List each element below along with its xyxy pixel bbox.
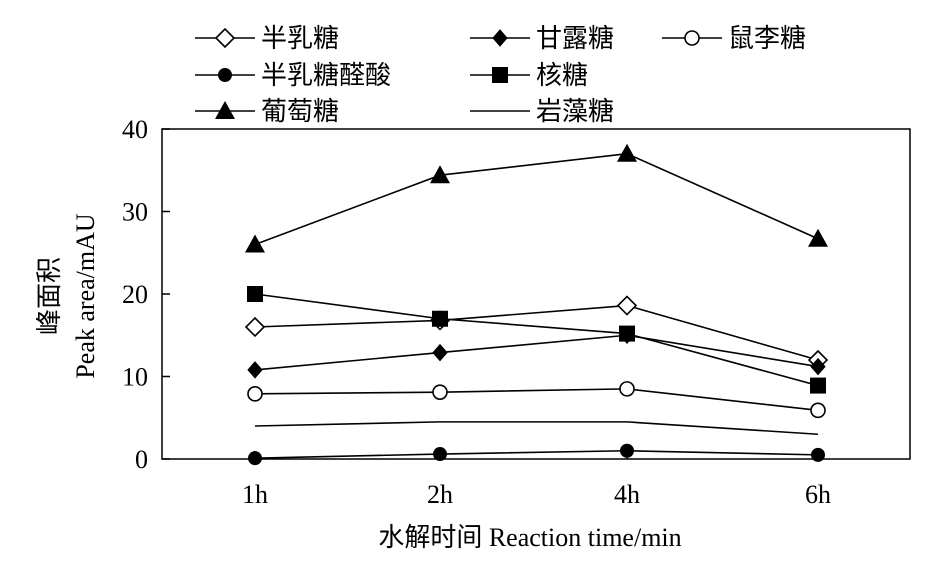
marker-circle-open <box>684 30 700 46</box>
marker-triangle-filled <box>617 143 637 162</box>
marker-diamond-open <box>214 27 236 49</box>
marker-triangle-filled <box>430 165 450 184</box>
marker-square-filled <box>492 67 508 83</box>
y-tick-label: 10 <box>122 363 148 392</box>
legend-label: 半乳糖 <box>261 24 339 53</box>
marker-circle-filled <box>248 451 262 466</box>
marker-triangle-filled <box>215 101 235 119</box>
x-tick-label: 1h <box>242 480 268 509</box>
marker-diamond-filled <box>247 361 263 379</box>
marker-circle-filled <box>620 443 634 458</box>
series-6 <box>245 143 828 253</box>
legend-label: 葡萄糖 <box>261 97 339 126</box>
marker-diamond-filled <box>810 357 826 376</box>
series-4 <box>248 443 825 466</box>
marker-triangle-filled <box>245 234 265 253</box>
series-7 <box>254 421 819 436</box>
series-2 <box>247 326 826 379</box>
y-axis-title-cn: 峰面积 <box>35 257 64 335</box>
marker-circle-open <box>810 402 826 419</box>
x-tick-label: 2h <box>427 480 453 509</box>
legend-item-1: 半乳糖 <box>195 24 339 53</box>
legend-label: 鼠李糖 <box>728 24 806 53</box>
legend-label: 核糖 <box>536 61 588 90</box>
legend-item-4: 半乳糖醛酸 <box>195 61 391 90</box>
marker-circle-open <box>619 381 635 397</box>
marker-square-filled <box>432 310 448 327</box>
series-line <box>254 421 819 436</box>
series-line <box>254 152 819 246</box>
plot-frame <box>161 128 911 460</box>
series-line <box>254 293 819 387</box>
series-5 <box>247 286 826 394</box>
plot-area: 0 10 20 30 40 1h 2h 4h 6h <box>122 115 911 509</box>
legend-label: 甘露糖 <box>536 24 614 53</box>
marker-triangle-filled <box>808 228 828 247</box>
marker-circle-open <box>432 384 448 400</box>
marker-diamond-filled <box>432 343 448 362</box>
legend-item-3: 鼠李糖 <box>662 24 806 53</box>
legend-item-6: 葡萄糖 <box>195 97 339 126</box>
marker-square-filled <box>619 325 635 342</box>
y-axis: 0 10 20 30 40 <box>122 115 170 474</box>
series-line <box>254 334 819 371</box>
marker-square-filled <box>247 286 263 302</box>
marker-circle-filled <box>218 68 232 82</box>
marker-square-filled <box>810 377 826 394</box>
marker-circle-filled <box>811 447 825 462</box>
y-tick-label: 30 <box>122 198 148 227</box>
legend-label: 半乳糖醛酸 <box>261 61 391 90</box>
y-tick-label: 20 <box>122 280 148 309</box>
series-line <box>254 388 819 412</box>
x-tick-label: 6h <box>805 480 831 509</box>
y-tick-label: 40 <box>122 115 148 144</box>
legend-label: 岩藻糖 <box>536 97 614 126</box>
marker-diamond-open <box>616 295 638 316</box>
y-tick-label: 0 <box>135 445 148 474</box>
x-tick-label: 4h <box>614 480 640 509</box>
series-3 <box>247 381 826 419</box>
series-line <box>254 449 819 459</box>
marker-circle-open <box>247 386 263 402</box>
marker-diamond-filled <box>492 29 508 47</box>
marker-circle-filled <box>433 447 447 462</box>
series-group <box>244 143 829 466</box>
y-axis-title-en: Peak area/mAU <box>71 213 100 379</box>
x-axis-title: 水解时间 Reaction time/min <box>378 523 681 552</box>
series-line <box>254 304 819 361</box>
series-1 <box>244 295 829 371</box>
legend-item-7: 岩藻糖 <box>470 97 614 126</box>
legend-item-5: 核糖 <box>470 61 588 90</box>
marker-diamond-open <box>244 316 266 338</box>
legend-item-2: 甘露糖 <box>470 24 614 53</box>
